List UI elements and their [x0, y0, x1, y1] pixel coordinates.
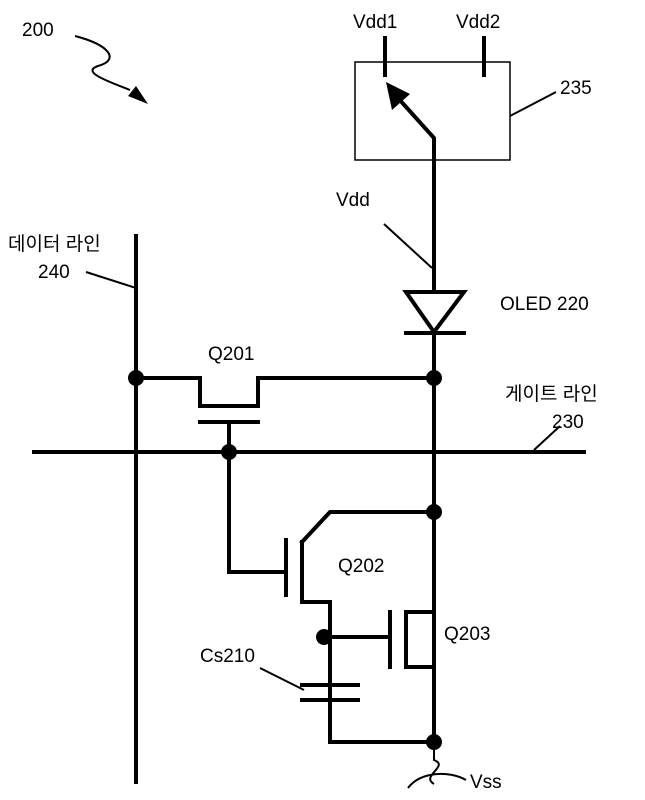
- vdd-leader-line: [384, 224, 432, 268]
- figure-pointer-arrowhead: [128, 86, 148, 104]
- vss-leader: [408, 774, 466, 788]
- node-oled-q201: [426, 370, 442, 386]
- q201-channel: [136, 378, 434, 406]
- vss-label: Vss: [470, 772, 502, 793]
- figure-number: 200: [22, 20, 54, 41]
- switch-arm: [398, 98, 434, 152]
- gate-line-leader: [534, 426, 560, 450]
- switch-ref-label: 235: [560, 78, 592, 99]
- oled-diode: [406, 292, 464, 332]
- vdd-label: Vdd: [336, 190, 370, 211]
- cs-leader-line: [260, 668, 304, 690]
- data-line-ref-label: 240: [38, 262, 70, 283]
- node-data-q201: [128, 370, 144, 386]
- oled-label: OLED 220: [500, 294, 589, 315]
- q202-label: Q202: [338, 556, 384, 577]
- cs-label: Cs210: [200, 646, 255, 667]
- node-q202-drain: [426, 504, 442, 520]
- q202-source: [302, 602, 434, 742]
- data-line-name-label: 데이터 라인: [8, 233, 101, 255]
- q202-drain: [302, 512, 434, 542]
- q201-label: Q201: [208, 344, 254, 365]
- vdd1-label: Vdd1: [353, 12, 397, 33]
- q203-channel: [406, 612, 434, 667]
- node-vss: [426, 734, 442, 750]
- q203-label: Q203: [444, 624, 490, 645]
- vdd2-label: Vdd2: [456, 12, 500, 33]
- node-gate-q201: [221, 444, 237, 460]
- data-line-leader: [86, 272, 136, 288]
- node-q203-gate: [316, 629, 332, 645]
- switch-leader-line: [510, 92, 556, 116]
- figure-pointer-squiggle: [75, 36, 130, 90]
- gate-line-name-label: 게이트 라인: [505, 383, 598, 405]
